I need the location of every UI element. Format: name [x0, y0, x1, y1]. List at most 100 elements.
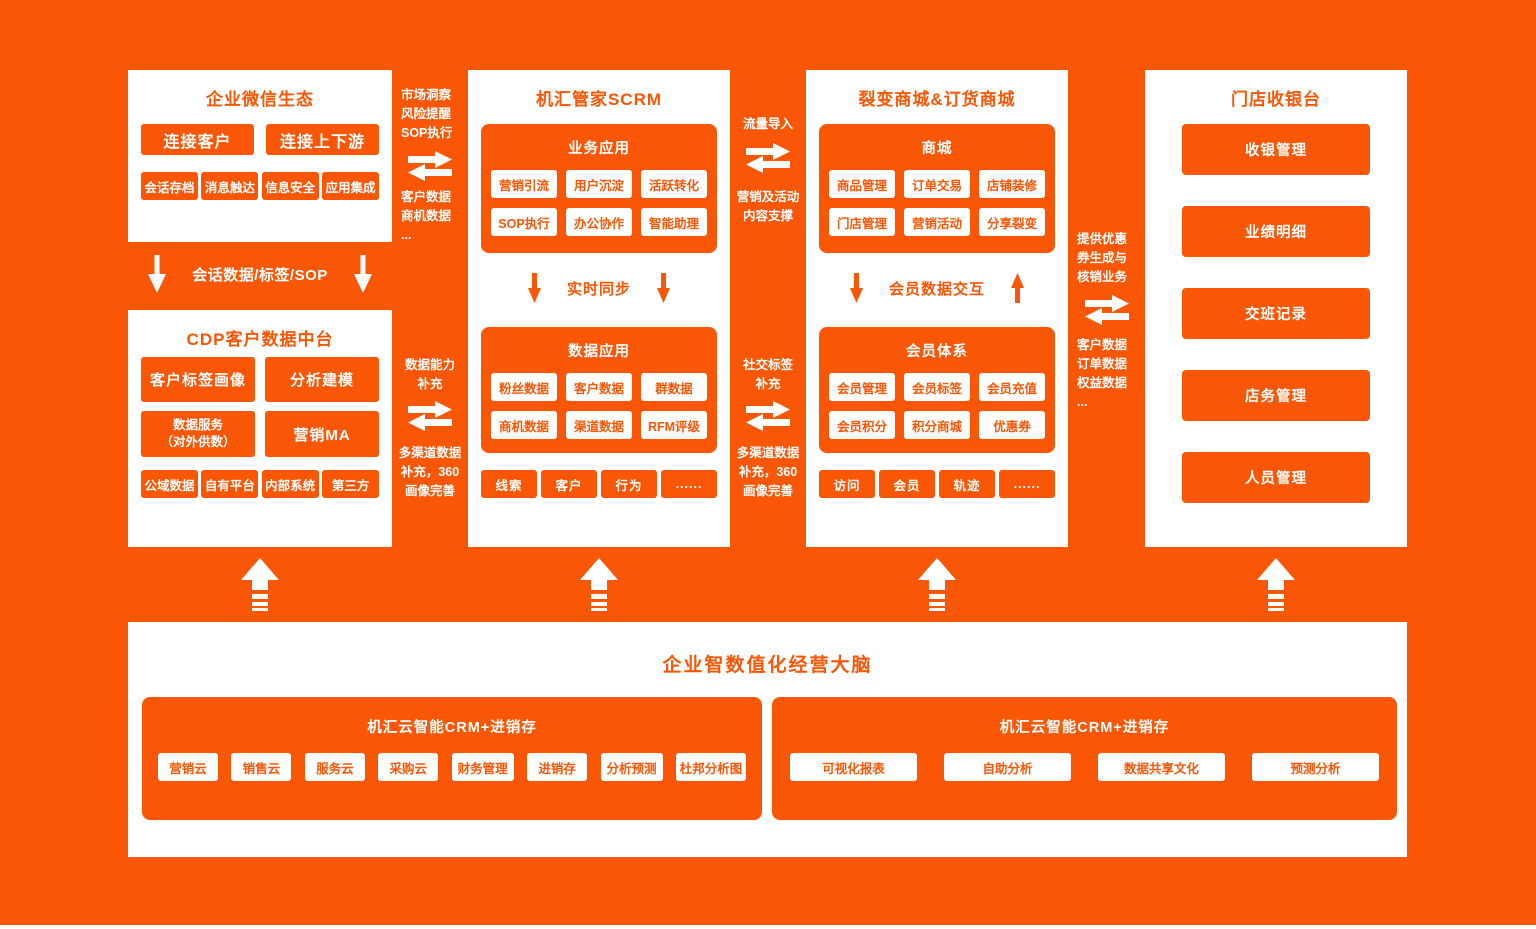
panel-cdp: CDP客户数据中台 客户标签画像 分析建模 数据服务 （对外供数） 营销MA 公…: [128, 310, 392, 547]
module-chip: 预测分析: [1252, 753, 1379, 781]
group-crm-left: 机汇云智能CRM+进销存 营销云 销售云 服务云 采购云 财务管理 进销存 分析…: [142, 697, 762, 820]
member-chip: 会员积分: [829, 411, 895, 439]
module-chip: 财务管理: [451, 753, 514, 781]
module-chip: 营销云: [158, 753, 218, 781]
data-chip: 客户数据: [566, 373, 632, 401]
connector-text: 客户数据 商机数据 ...: [401, 190, 452, 242]
group-title: 数据应用: [568, 344, 630, 360]
feature-chip: 营销活动: [904, 208, 970, 236]
feature-chip: 门店管理: [829, 208, 895, 236]
entity-chip: ......: [661, 470, 717, 498]
group-title: 机汇云智能CRM+进销存: [999, 720, 1170, 736]
feature-chip: 应用集成: [321, 172, 379, 200]
connect-updownstream-node: 连接上下游: [266, 124, 379, 155]
entity-chip: 线索: [481, 470, 537, 498]
wechat-secondary-row: 会话存档 消息触达 信息安全 应用集成: [141, 172, 379, 200]
panel-title: 门店收银台: [1231, 90, 1321, 109]
panel-title: 机汇管家SCRM: [535, 90, 663, 109]
wechat-to-cdp-link: 会话数据/标签/SOP: [128, 252, 392, 296]
striped-up-arrow-icon: [918, 558, 956, 611]
group-title: 业务应用: [568, 141, 630, 157]
panel-brain: 企业智数值化经营大脑 机汇云智能CRM+进销存 营销云 销售云 服务云 采购云 …: [128, 622, 1407, 857]
data-chip: 粉丝数据: [491, 373, 557, 401]
member-chip: 会员管理: [829, 373, 895, 401]
cdp-node: 营销MA: [265, 411, 379, 457]
panel-mall: 裂变商城&订货商城 商城 商品管理 订单交易 店铺装修 门店管理 营销活动 分享…: [806, 70, 1068, 547]
bidirectional-arrows-icon: [408, 151, 452, 181]
down-arrow-icon: [849, 273, 863, 303]
feature-chip: 活跃转化: [641, 170, 707, 198]
member-chip: 会员标签: [904, 373, 970, 401]
group-title: 商城: [921, 141, 953, 157]
feature-chip: 商品管理: [829, 170, 895, 198]
connector-text: 营销及活动 内容支撑: [736, 190, 800, 223]
bidirectional-arrows-icon: [1084, 295, 1129, 325]
striped-up-arrow-icon: [241, 558, 279, 611]
down-arrow-icon: [353, 255, 372, 293]
module-chip: 采购云: [378, 753, 439, 781]
module-chip: 分析预测: [600, 753, 663, 781]
striped-up-arrow-icon: [580, 558, 618, 611]
bidirectional-arrows-icon: [408, 401, 452, 431]
group-business-apps: 业务应用 营销引流 用户沉淀 活跃转化 SOP执行 办公协作 智能助理: [481, 124, 717, 253]
module-chip: 数据共享文化: [1098, 753, 1225, 781]
feature-chip: 分享裂变: [979, 208, 1045, 236]
module-chip: 服务云: [304, 753, 365, 781]
panel-scrm: 机汇管家SCRM 业务应用 营销引流 用户沉淀 活跃转化 SOP执行 办公协作 …: [468, 70, 730, 547]
member-chip: 积分商城: [904, 411, 970, 439]
connector-text: 多渠道数据 补充，360 画像完善: [398, 446, 462, 498]
mall-entities-row: 访问 会员 轨迹 ......: [819, 470, 1055, 498]
entity-chip: ......: [999, 470, 1055, 498]
down-arrow-icon: [527, 273, 541, 303]
member-chip: 会员充值: [979, 373, 1045, 401]
down-arrow-icon: [657, 273, 670, 303]
cdp-row-2: 数据服务 （对外供数） 营销MA: [141, 411, 379, 457]
module-chip: 杜邦分析图: [675, 753, 746, 781]
bidirectional-arrows-icon: [746, 143, 790, 173]
feature-chip: 用户沉淀: [566, 170, 632, 198]
wechat-primary-row: 连接客户 连接上下游: [141, 124, 379, 155]
source-chip: 公域数据: [141, 470, 198, 498]
panel-title: CDP客户数据中台: [186, 330, 334, 349]
cdp-node: 客户标签画像: [141, 357, 255, 402]
pos-node: 人员管理: [1182, 452, 1370, 503]
panel-wechat-ecosystem: 企业微信生态 连接客户 连接上下游 会话存档 消息触达 信息安全 应用集成: [128, 70, 392, 242]
panel-pos: 门店收银台 收银管理 业绩明细 交班记录 店务管理 人员管理: [1145, 70, 1407, 547]
group-data-apps: 数据应用 粉丝数据 客户数据 群数据 商机数据 渠道数据 RFM评级: [481, 327, 717, 453]
feature-chip: 办公协作: [566, 208, 632, 236]
up-arrow-icon: [1011, 273, 1024, 303]
feature-chip: 信息安全: [261, 172, 319, 200]
entity-chip: 行为: [601, 470, 657, 498]
module-chip: 销售云: [231, 753, 292, 781]
connector-text: 数据能力 补充: [404, 358, 455, 391]
connector-text: 社交标签 补充: [742, 358, 793, 391]
feature-chip: 订单交易: [904, 170, 970, 198]
feature-chip: 店铺装修: [979, 170, 1045, 198]
panel-title: 裂变商城&订货商城: [858, 90, 1016, 109]
node-line: 数据服务: [172, 418, 223, 432]
connector-text: 提供优惠 券生成与 核销业务: [1077, 232, 1128, 284]
pos-node: 收银管理: [1182, 124, 1370, 175]
scrm-entities-row: 线索 客户 行为 ......: [481, 470, 717, 498]
feature-chip: SOP执行: [491, 208, 557, 236]
cdp-sources-row: 公域数据 自有平台 内部系统 第三方: [141, 470, 379, 498]
member-chip: 优惠券: [979, 411, 1045, 439]
connect-customers-node: 连接客户: [141, 124, 254, 155]
data-chip: 群数据: [641, 373, 707, 401]
data-chip: 渠道数据: [566, 411, 632, 439]
source-chip: 内部系统: [261, 470, 319, 498]
module-chip: 可视化报表: [790, 753, 917, 781]
member-data-exchange-row: 会员数据交互: [806, 270, 1068, 306]
cdp-row-1: 客户标签画像 分析建模: [141, 357, 379, 402]
down-arrow-icon: [148, 255, 167, 293]
connector-text: 市场洞察 风险提醒 SOP执行: [401, 88, 453, 140]
pos-node: 店务管理: [1182, 370, 1370, 421]
realtime-sync-row: 实时同步: [468, 270, 730, 306]
connector-text: 多渠道数据 补充，360 画像完善: [736, 446, 800, 498]
connector-text: 客户数据 订单数据 权益数据 ...: [1077, 338, 1128, 409]
module-chip: 进销存: [527, 753, 588, 781]
node-line: （对外供数）: [160, 435, 236, 449]
connector-mall-pos: 提供优惠 券生成与 核销业务 客户数据 订单数据 权益数据 ...: [1068, 70, 1145, 550]
feature-chip: 营销引流: [491, 170, 557, 198]
group-shop: 商城 商品管理 订单交易 店铺装修 门店管理 营销活动 分享裂变: [819, 124, 1055, 253]
